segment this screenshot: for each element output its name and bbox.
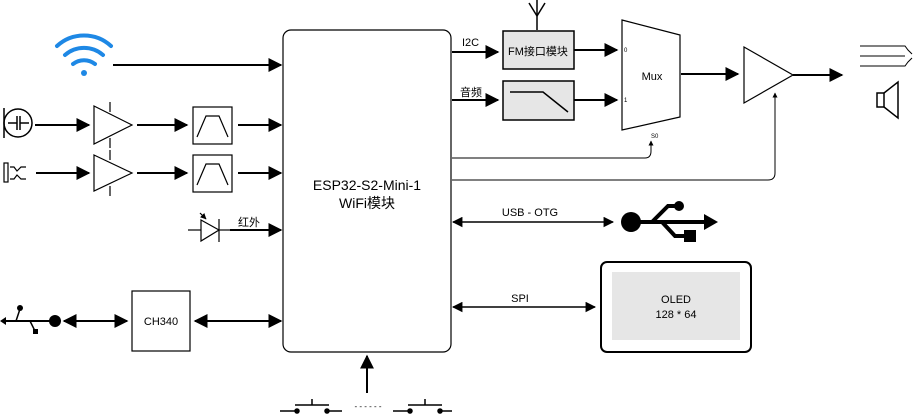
mux-pin0-label: 0	[624, 48, 628, 54]
mux-select-label: S0	[651, 134, 659, 140]
output-jack-icon	[860, 45, 913, 67]
antenna-icon	[528, 0, 546, 30]
lowpass-filter-icon	[502, 80, 575, 121]
buttons-ellipsis: - - - - - -	[354, 402, 381, 411]
audio-jack-icon	[3, 162, 26, 183]
infrared-diode-icon	[188, 212, 230, 243]
fm-module-label: FM接口模块	[508, 45, 568, 58]
esp32-module-box	[282, 29, 452, 353]
output-amplifier-icon	[743, 45, 795, 105]
microphone-icon	[3, 108, 33, 138]
mux-label: Mux	[642, 71, 663, 83]
oled-screen	[612, 272, 740, 340]
bandpass-filter-1-icon	[192, 106, 233, 145]
esp32-title: ESP32-S2-Mini-1	[313, 177, 421, 193]
esp32-to-amp-control-line	[452, 92, 778, 181]
fm-module-box	[502, 30, 575, 70]
usb-large-icon	[621, 201, 718, 242]
audio-label: 音频	[460, 85, 482, 99]
esp32-subtitle: WiFi模块	[339, 195, 395, 211]
mux-pin1-label: 1	[624, 98, 628, 104]
speaker-icon	[876, 80, 899, 120]
esp32-to-mux-select-line	[452, 140, 654, 159]
wifi-icon	[55, 33, 113, 76]
usb-otg-label: USB - OTG	[502, 207, 558, 219]
mux-shape	[621, 19, 681, 131]
oled-title: OLED	[661, 294, 691, 306]
push-button-1-icon	[280, 399, 342, 414]
bandpass-filter-2-icon	[192, 154, 233, 193]
amplifier-1-icon	[93, 102, 134, 148]
push-button-2-icon	[393, 399, 452, 414]
spi-label: SPI	[511, 293, 529, 305]
i2c-label: I2C	[462, 37, 479, 49]
ch340-label: CH340	[144, 316, 178, 328]
usb-small-icon	[0, 305, 61, 334]
infrared-label: 红外	[238, 216, 260, 229]
ch340-box	[131, 290, 191, 352]
oled-resolution: 128 * 64	[656, 309, 697, 321]
amplifier-2-icon	[93, 150, 134, 196]
